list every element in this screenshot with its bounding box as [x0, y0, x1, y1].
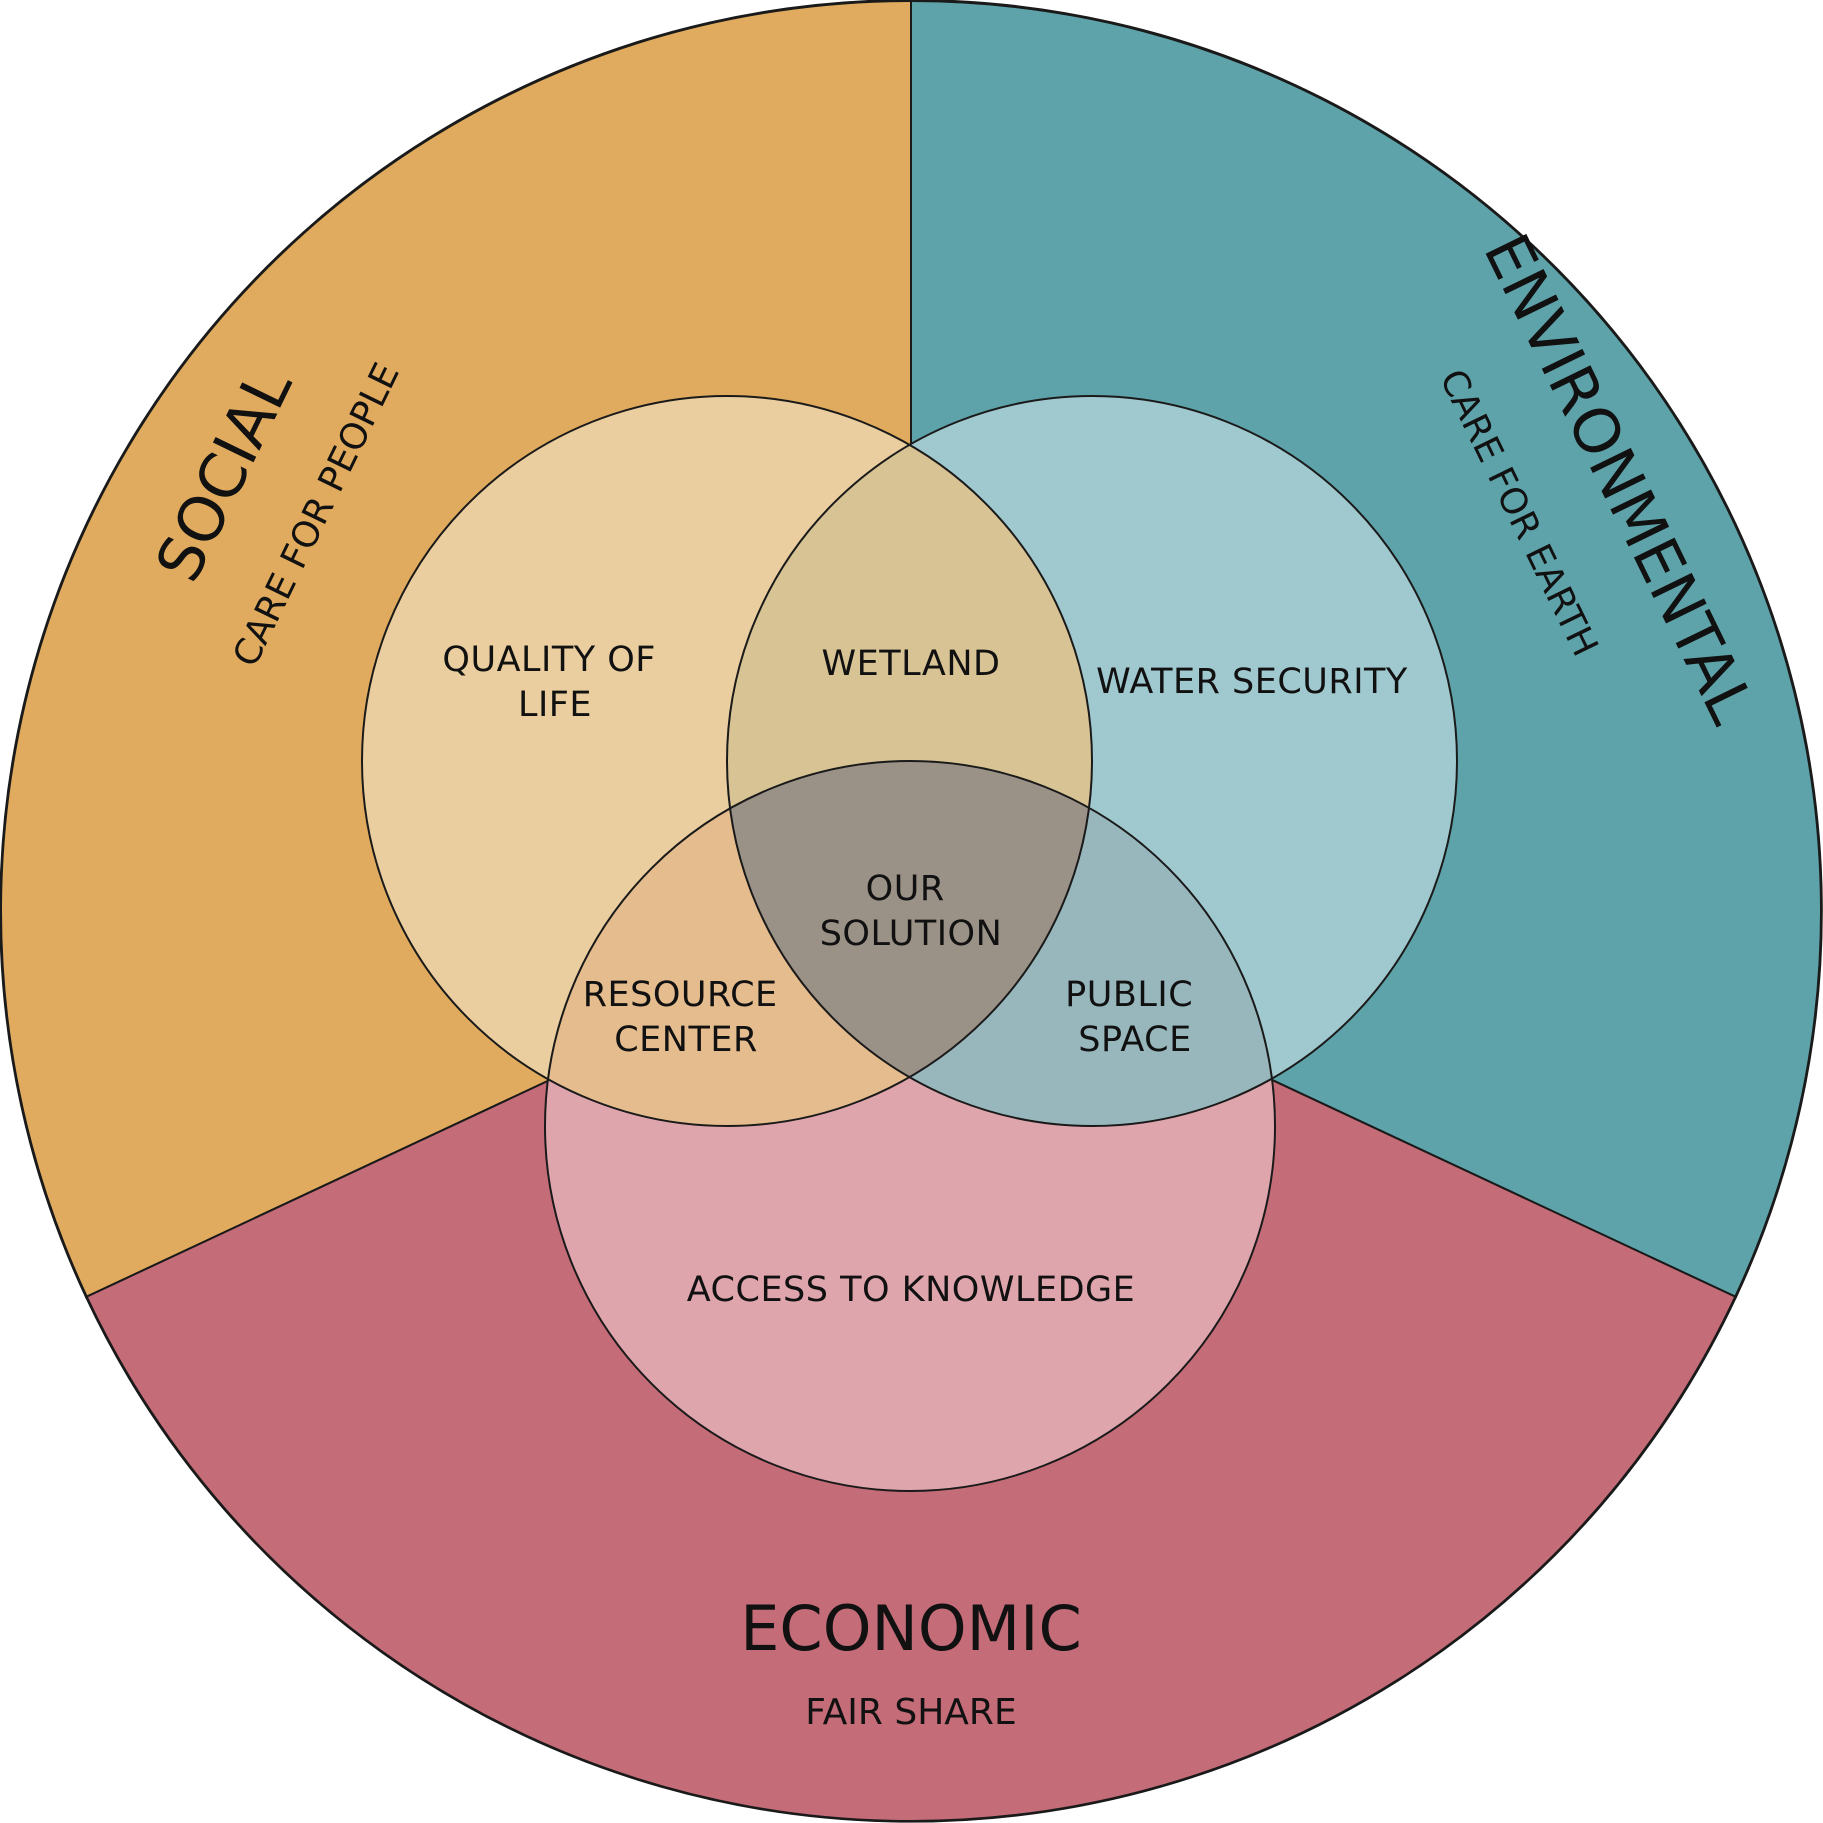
- resource-center-overlap: [545, 761, 1092, 1126]
- public-space-line-1: PUBLIC: [1065, 975, 1193, 1015]
- economic-title: ECONOMIC: [740, 1592, 1082, 1665]
- economic-subtitle: FAIR SHARE: [805, 1692, 1016, 1733]
- public-space-line-2: SPACE: [1078, 1020, 1191, 1060]
- access-to-knowledge-label: ACCESS TO KNOWLEDGE: [687, 1270, 1136, 1310]
- resource-center-line-1: RESOURCE: [583, 975, 778, 1015]
- resource-center-line-2: CENTER: [614, 1020, 758, 1060]
- quality-of-life-line-1: QUALITY OF: [442, 640, 656, 680]
- social-circle-outline: [361, 395, 1093, 1127]
- quality-of-life-line-2: LIFE: [518, 685, 592, 725]
- resource-center-label: RESOURCE CENTER: [583, 975, 790, 1060]
- economic-circle-outline: [544, 760, 1276, 1492]
- environmental-circle-outline: [726, 395, 1458, 1127]
- our-solution-label: OUR SOLUTION: [820, 869, 1003, 954]
- our-solution-line-1: OUR: [866, 869, 945, 909]
- public-space-label: PUBLIC SPACE: [1065, 975, 1205, 1060]
- our-solution-line-2: SOLUTION: [820, 914, 1003, 954]
- water-security-label: WATER SECURITY: [1096, 662, 1408, 702]
- quality-of-life-label: QUALITY OF LIFE: [442, 640, 667, 725]
- wetland-label: WETLAND: [822, 644, 1001, 684]
